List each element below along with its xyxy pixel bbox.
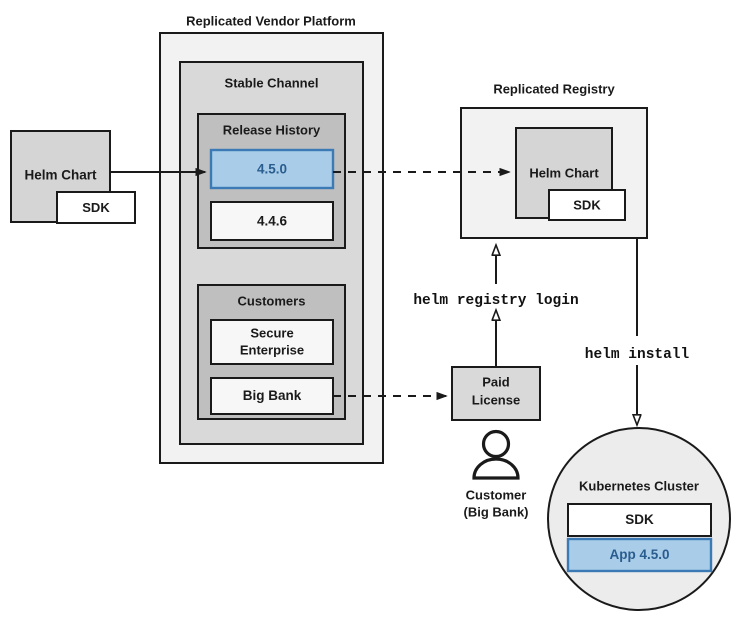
registry-title: Replicated Registry <box>493 81 615 96</box>
release-version-label-450: 4.5.0 <box>257 162 287 177</box>
cluster-component-box-sdk[interactable] <box>567 503 712 537</box>
customer-entry-label-big-bank: Big Bank <box>243 388 302 403</box>
customer-actor-label-line2: (Big Bank) <box>464 504 529 519</box>
stable-channel-label: Stable Channel <box>225 75 319 90</box>
cluster-component-label-app: App 4.5.0 <box>609 547 669 562</box>
paid-license-label-line1: Paid <box>482 374 510 389</box>
kubernetes-cluster-label: Kubernetes Cluster <box>579 478 699 493</box>
customer-entry-box-big-bank[interactable] <box>210 377 334 415</box>
customers-label: Customers <box>238 293 306 308</box>
cluster-component-label-sdk: SDK <box>625 512 654 527</box>
customer-entry-box-secure-enterprise[interactable] <box>210 319 334 365</box>
source-sdk-label: SDK <box>82 200 110 215</box>
registry-sdk-label: SDK <box>573 197 601 212</box>
release-history-label: Release History <box>223 122 321 137</box>
source-sdk-box <box>56 191 136 224</box>
paid-license-label-line2: License <box>472 392 520 407</box>
release-version-label-446: 4.4.6 <box>257 214 288 229</box>
cluster-component-box-app[interactable] <box>566 537 713 573</box>
command-label-registry-login: helm registry login <box>413 293 578 309</box>
command-label-install: helm install <box>585 347 690 363</box>
vendor-platform-title: Replicated Vendor Platform <box>186 13 356 28</box>
source-helm-chart-group: Helm Chart SDK <box>10 130 136 224</box>
registry-sdk-box <box>548 189 626 221</box>
person-body-icon <box>472 457 520 480</box>
customer-entry-label-line1: Secure <box>250 325 293 340</box>
release-version-box-highlighted[interactable] <box>209 148 335 190</box>
customer-actor-group: Customer (Big Bank) <box>464 429 529 519</box>
release-version-box[interactable] <box>210 201 334 241</box>
customer-actor-label-line1: Customer <box>466 487 527 502</box>
registry-helm-chart-label: Helm Chart <box>529 165 599 180</box>
customer-entry-label-line2: Enterprise <box>240 342 304 357</box>
person-head-icon <box>481 429 511 459</box>
source-helm-chart-label: Helm Chart <box>24 168 97 183</box>
